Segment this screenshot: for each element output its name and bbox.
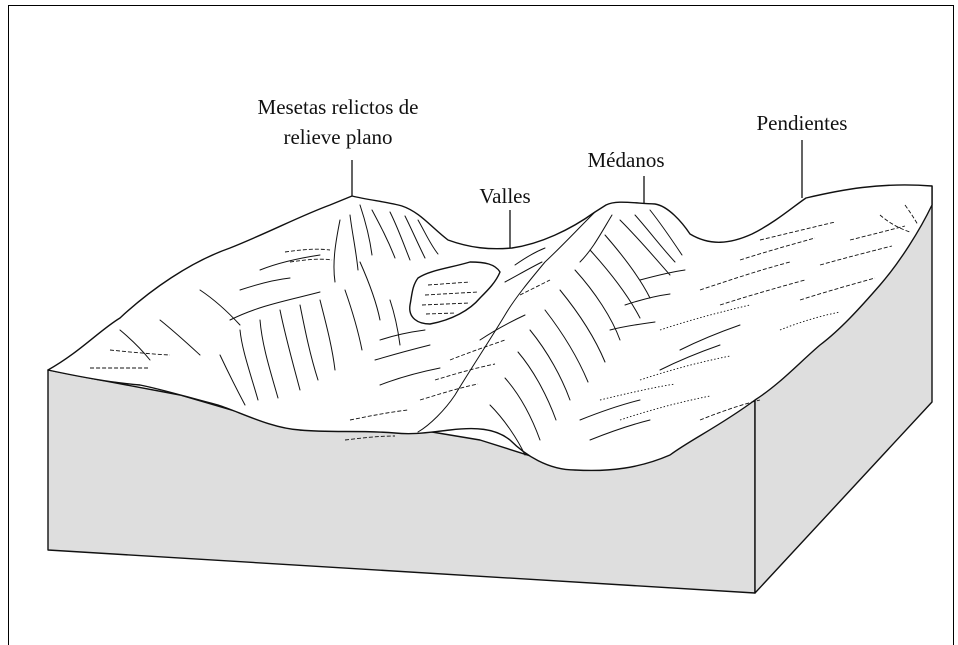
- label-pendientes: Pendientes: [757, 111, 848, 135]
- mesa-hachures: [119, 204, 441, 406]
- label-valles: Valles: [479, 184, 530, 208]
- block-front-face: [47, 369, 756, 594]
- label-mesetas-line1: Mesetas relictos de: [258, 95, 419, 119]
- valley-channels: [479, 247, 551, 341]
- dune-hachures: [489, 209, 741, 456]
- relict-plateau-patch: [409, 261, 501, 325]
- label-mesetas-line2: relieve plano: [283, 125, 392, 149]
- label-medanos: Médanos: [588, 148, 665, 172]
- figure-frame: [8, 5, 954, 645]
- slope-textures: [599, 204, 919, 421]
- ridge-line-2: [579, 214, 613, 263]
- terrain-surface: [47, 184, 933, 472]
- landform-block-diagram: Mesetas relictos de relieve plano Valles…: [47, 95, 933, 594]
- ridge-line: [417, 211, 596, 433]
- mesa-dashed-contours: [90, 248, 506, 441]
- plateau-patch-dashes: [421, 281, 479, 315]
